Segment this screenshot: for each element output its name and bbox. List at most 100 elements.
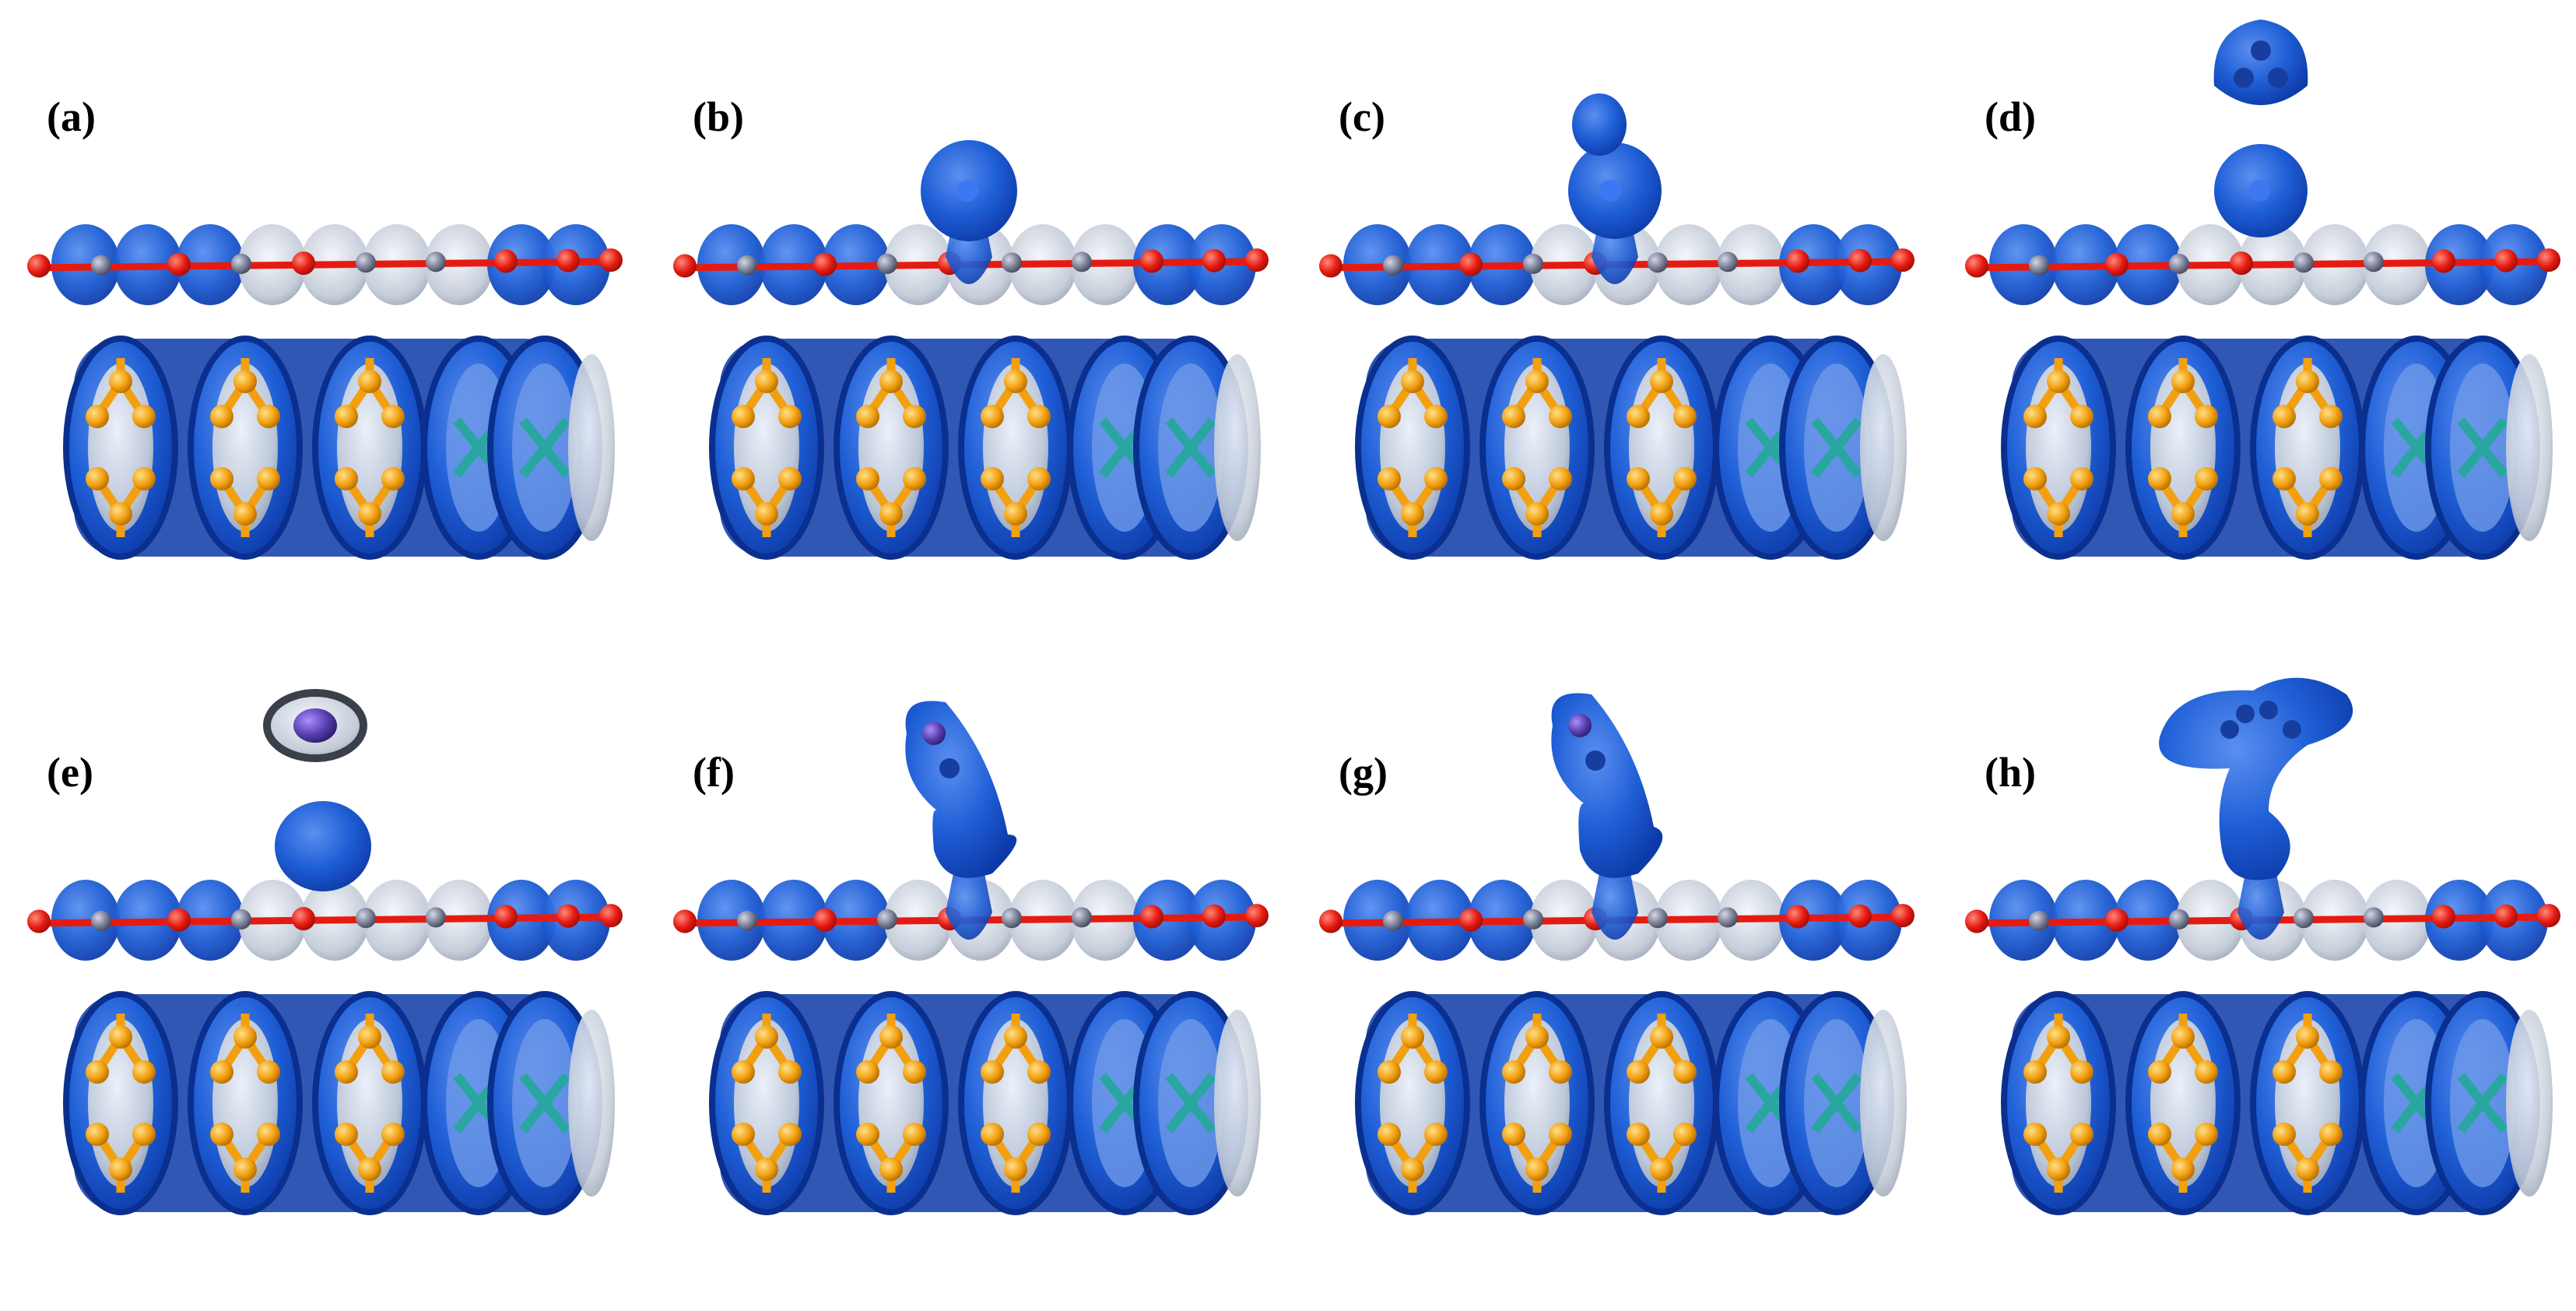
metal-cross: [1165, 1073, 1216, 1134]
sulfur-atom: [1673, 467, 1697, 490]
sulfur-atom: [109, 370, 132, 393]
panel-b: (b): [673, 93, 1269, 560]
sulfur-atom: [335, 1060, 358, 1084]
sulfur-atom: [1004, 370, 1027, 393]
carbon-atom: [231, 253, 251, 274]
top-sheet: [1965, 224, 2560, 305]
slab-edge-cap: [1214, 354, 1261, 541]
carbon-atom: [1002, 908, 1022, 929]
substrate-slab: [63, 991, 615, 1215]
slab-edge-cap: [2506, 354, 2553, 541]
sulfur-chain: [1377, 1014, 1448, 1193]
sulfur-atom: [778, 467, 802, 490]
sulfur-atom: [2171, 370, 2195, 393]
sulfur-atom: [1549, 467, 1572, 490]
oxygen-atom: [1891, 904, 1914, 928]
sulfur-chain: [1627, 1014, 1697, 1193]
bond: [519, 417, 570, 478]
oxygen-atom: [2494, 904, 2518, 928]
substrate-slab: [2001, 991, 2553, 1215]
sulfur-atom: [335, 405, 358, 428]
carbon-atom: [1002, 252, 1022, 273]
bond: [2457, 417, 2508, 478]
sulfur-atom: [1502, 467, 1525, 490]
slab-ring: [1479, 991, 1595, 1215]
substrate-slab: [1355, 991, 1907, 1215]
sulfur-chain: [335, 1014, 405, 1193]
sulfur-atom: [1401, 370, 1424, 393]
sulfur-atom: [2023, 405, 2047, 428]
sulfur-atom: [732, 1123, 755, 1146]
panel-a: (a): [27, 93, 623, 560]
slab-ring: [1133, 336, 1248, 560]
sulfur-atom: [2319, 1060, 2343, 1084]
trimer-atom: [2251, 40, 2271, 61]
substrate-slab: [709, 991, 1261, 1215]
carbon-atom: [1383, 910, 1403, 931]
slab-ring: [1355, 991, 1470, 1215]
sulfur-atom: [1027, 1060, 1051, 1084]
sulfur-atom: [1424, 467, 1448, 490]
sulfur-atom: [257, 405, 280, 428]
sulfur-atom: [358, 1158, 381, 1181]
adsorbate: [905, 701, 1017, 940]
oxygen-atom: [1140, 249, 1163, 273]
sulfur-atom: [778, 1060, 802, 1084]
sulfur-atom: [1377, 1123, 1401, 1146]
slab-ring: [188, 336, 303, 560]
diatomic-atom-top: [922, 722, 946, 745]
sulfur-atom: [233, 502, 257, 525]
adsorbate-atom: [956, 180, 978, 202]
sulfur-atom: [2148, 405, 2171, 428]
sulfur-chain: [1502, 358, 1572, 537]
sulfur-atom: [1525, 370, 1549, 393]
sulfur-chain: [2023, 1014, 2093, 1193]
sulfur-atom: [1549, 1123, 1572, 1146]
adsorbate-cloud: [275, 801, 371, 891]
sulfur-atom: [2319, 467, 2343, 490]
sulfur-atom: [1004, 502, 1027, 525]
carbon-atom: [231, 909, 251, 930]
sulfur-atom: [1004, 1158, 1027, 1181]
slab-ring: [834, 991, 949, 1215]
slab-ring: [709, 336, 824, 560]
carbon-atom: [1648, 252, 1668, 273]
sulfur-atom: [1650, 370, 1673, 393]
carbon-atom: [1072, 907, 1092, 928]
adsorbate-cloud-upper: [1572, 93, 1627, 156]
slab-ring: [1133, 991, 1248, 1215]
oxygen-atom: [167, 908, 191, 932]
sulfur-atom: [1650, 1025, 1673, 1049]
sulfur-atom: [210, 405, 233, 428]
carbon-atom: [877, 909, 897, 930]
sulfur-atom: [1027, 1123, 1051, 1146]
slab-edge-cap: [2506, 1010, 2553, 1197]
sulfur-atom: [1525, 502, 1549, 525]
sulfur-atom: [86, 1060, 109, 1084]
sulfur-chain: [86, 1014, 156, 1193]
panel-d: (d): [1965, 19, 2560, 560]
sulfur-atom: [2319, 1123, 2343, 1146]
slab-ring: [2001, 336, 2116, 560]
carbon-atom: [91, 255, 111, 276]
sulfur-atom: [358, 502, 381, 525]
sulfur-chain: [2023, 358, 2093, 537]
slab-ring: [1604, 991, 1719, 1215]
sulfur-atom: [2070, 1060, 2093, 1084]
panel-e: (e): [27, 689, 623, 1215]
carbon-atom: [877, 253, 897, 274]
oxygen-atom: [1891, 248, 1914, 272]
metal-cross: [1811, 417, 1862, 478]
adsorbate-neck: [946, 873, 992, 940]
sulfur-atom: [1549, 405, 1572, 428]
sulfur-atom: [1004, 1025, 1027, 1049]
sulfur-atom: [257, 1123, 280, 1146]
metal-cross: [519, 1073, 570, 1134]
bond: [1165, 1073, 1216, 1134]
sulfur-atom: [233, 1025, 257, 1049]
metal-cross: [2457, 417, 2508, 478]
sulfur-atom: [856, 1060, 879, 1084]
oxygen-atom: [292, 251, 315, 276]
carbon-atom: [356, 908, 376, 929]
